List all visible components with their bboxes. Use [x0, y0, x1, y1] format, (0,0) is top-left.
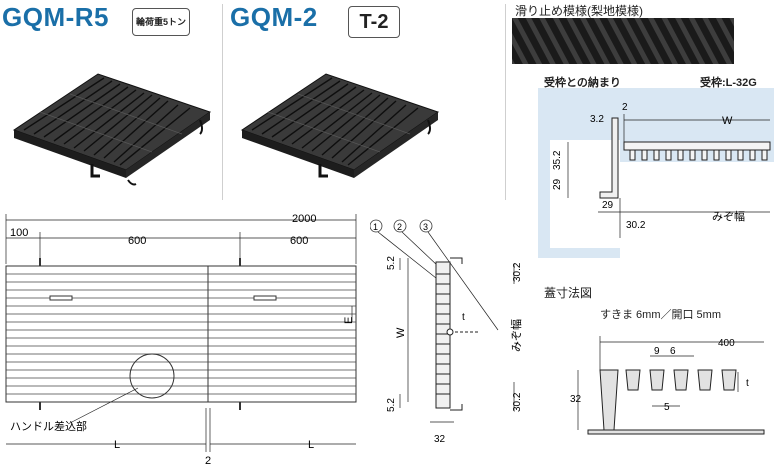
dim-600-right: 600	[290, 235, 308, 247]
dim-35-2: 35.2	[552, 150, 563, 170]
model-title-gqm-r5: GQM-R5	[2, 2, 109, 32]
dim-gutter-width: みぞ幅	[510, 319, 523, 352]
plan-view-diagram: 2000 100 600 600 E ハンドル差込部 L L 2	[5, 213, 357, 467]
class-badge: T-2	[348, 6, 400, 38]
dim-29-vertical: 29	[552, 178, 563, 190]
model-title-gqm-2: GQM-2	[230, 2, 318, 32]
receiving-frame-label: 受枠:L-32G	[700, 77, 757, 89]
dim-t: t	[746, 378, 749, 389]
dim-2000: 2000	[292, 213, 316, 225]
dim-gutter-width: みぞ幅	[712, 210, 745, 223]
dim-t: t	[462, 312, 465, 323]
dim-e: E	[343, 317, 355, 324]
dim-5: 5	[664, 402, 670, 413]
dim-600-left: 600	[128, 235, 146, 247]
load-badge: 輪荷重5トン	[132, 8, 190, 36]
texture-caption: 滑り止め模様(梨地模様)	[515, 4, 643, 18]
dim-2: 2	[622, 102, 628, 113]
receiving-frame-title: 受枠との納まり	[544, 77, 621, 89]
section-view-diagram: 1 2 3 5.2 30.2 W t みぞ幅 5.2 30.2 32	[370, 219, 523, 445]
marker-1: 1	[373, 222, 378, 232]
dim-30-2: 30.2	[626, 220, 646, 231]
dim-5-2-bottom: 5.2	[386, 398, 397, 412]
dim-32: 32	[434, 434, 446, 445]
receiving-frame-diagram: 2 3.2 W 35.2 29 29 30.2 みぞ幅	[538, 88, 774, 258]
handle-label: ハンドル差込部	[10, 419, 87, 433]
dim-29-horizontal: 29	[602, 200, 614, 211]
divider-line	[505, 4, 506, 200]
dim-w: W	[395, 327, 407, 338]
dim-32: 32	[570, 394, 582, 405]
marker-2: 2	[397, 222, 402, 232]
marker-3: 3	[423, 222, 428, 232]
dim-3-2: 3.2	[590, 114, 604, 125]
dim-gap-2: 2	[205, 455, 211, 467]
grating-illustration-gqm-2	[240, 73, 440, 178]
dim-l-left: L	[114, 439, 120, 451]
dim-9: 9	[654, 346, 660, 357]
texture-swatch	[512, 18, 734, 64]
dim-400: 400	[718, 338, 735, 349]
dim-100: 100	[10, 227, 28, 239]
dim-w: W	[722, 115, 733, 127]
divider-line	[222, 4, 223, 200]
cover-dims-title: 蓋寸法図	[544, 286, 593, 300]
grating-illustration-gqm-r5	[12, 73, 212, 186]
dim-l-right: L	[308, 439, 314, 451]
gap-note: すきま 6mm／開口 5mm	[600, 309, 721, 321]
cover-dims-diagram: 400 9 6 5 32 t	[570, 336, 765, 435]
dim-6: 6	[670, 346, 676, 357]
dim-5-2-top: 5.2	[386, 256, 397, 270]
dim-30-2-bottom: 30.2	[512, 392, 523, 412]
dim-30-2-top: 30.2	[512, 262, 523, 282]
